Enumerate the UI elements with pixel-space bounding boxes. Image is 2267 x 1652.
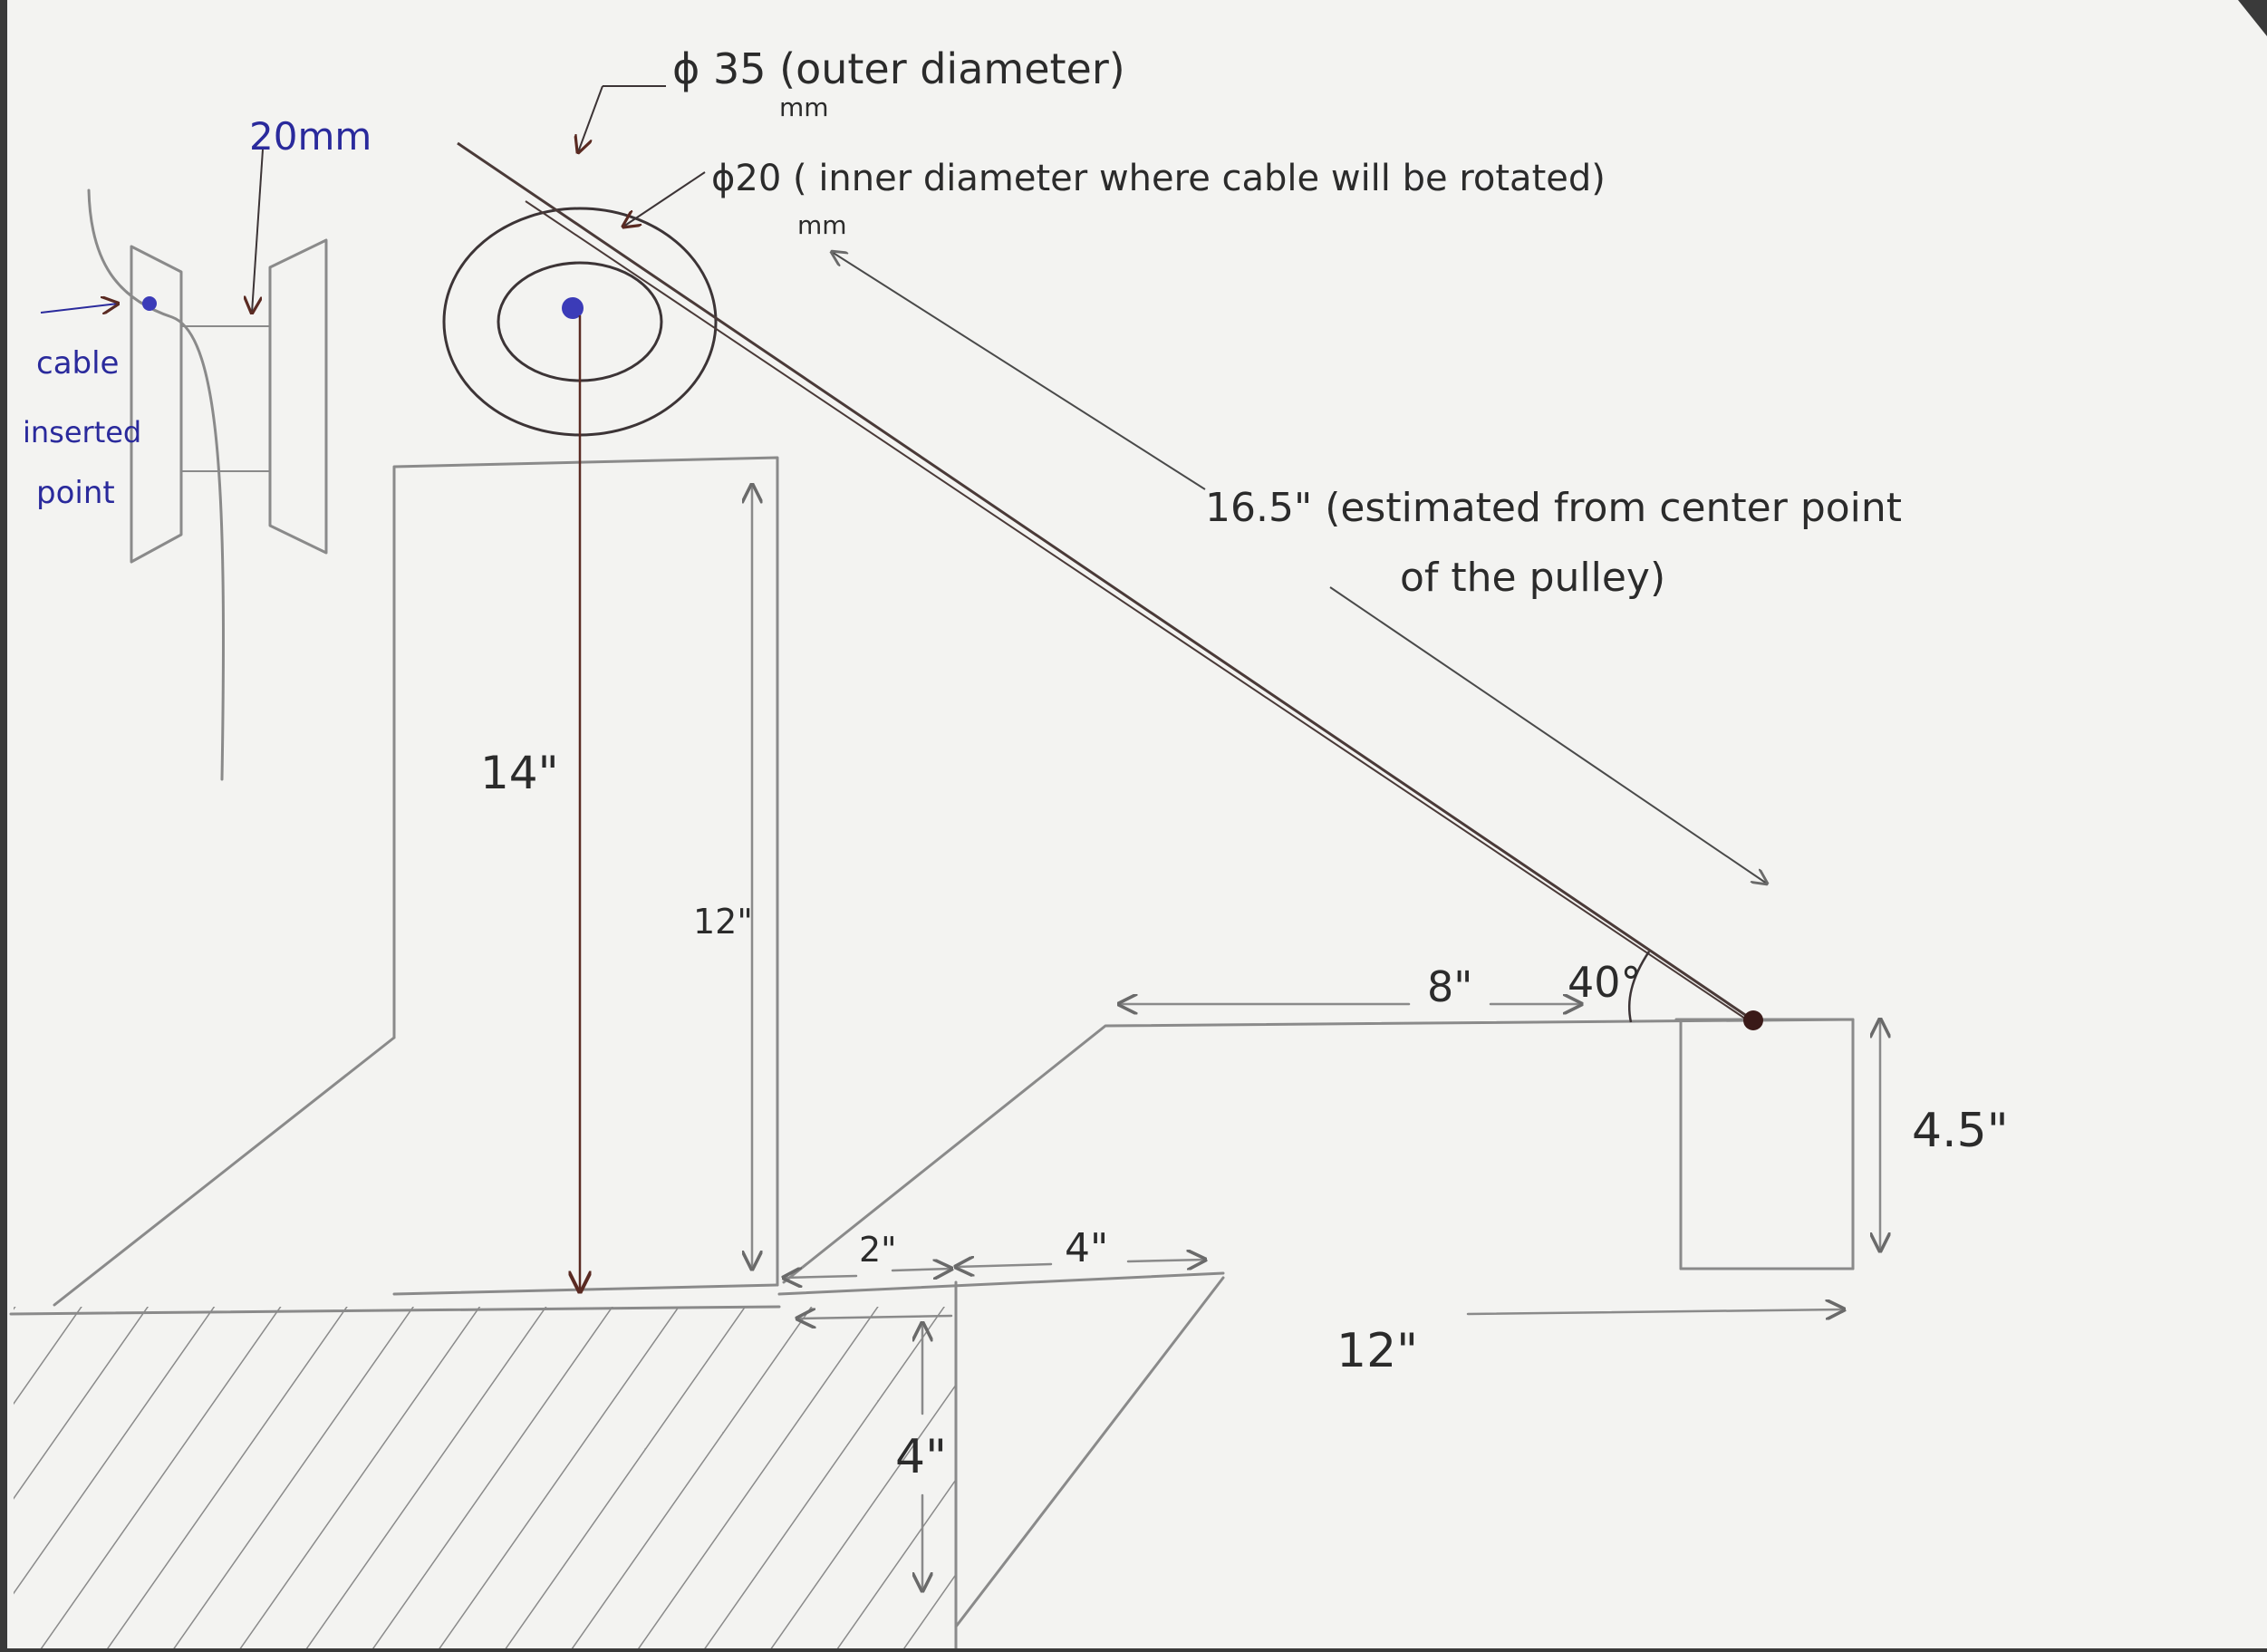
dimension-lines [40, 85, 1880, 1590]
label-height-12: 12" [693, 902, 753, 942]
label-cable-insert-1: cable [36, 345, 119, 382]
label-gap-2: 2" [859, 1230, 897, 1270]
label-horizontal-8: 8" [1427, 962, 1472, 1011]
label-cable-length-2: of the pulley) [1400, 555, 1665, 601]
label-cable-insert-3: point [36, 475, 115, 511]
pulley-center-point [562, 297, 584, 319]
cable-anchor-point [1743, 1010, 1763, 1030]
pulley-front-view [87, 188, 328, 781]
label-pulley-width: 20mm [249, 114, 371, 159]
paper-background [7, 0, 2267, 1648]
base-platform [782, 1018, 1855, 1650]
label-pulley-inner: ϕ20 ( inner diameter where cable will be… [711, 158, 1606, 199]
label-depth-4: 4" [895, 1430, 947, 1484]
cable-line [457, 141, 1763, 1030]
label-pulley-outer: ϕ 35 (outer diameter) [672, 44, 1125, 93]
label-width-4: 4" [1065, 1225, 1108, 1271]
label-angle: 40° [1568, 958, 1642, 1007]
label-cable-length-1: 16.5" (estimated from center point [1205, 485, 1902, 531]
label-height-4-5: 4.5" [1912, 1104, 2009, 1158]
label-base-12: 12" [1336, 1324, 1418, 1378]
ground-hatch [9, 1271, 1225, 1648]
label-pulley-inner-unit: mm [797, 210, 847, 240]
label-pulley-outer-unit: mm [779, 92, 829, 122]
label-cable-insert-2: inserted [23, 415, 141, 449]
label-height-14: 14" [480, 747, 559, 799]
labels: ϕ 35 (outer diameter) mm ϕ20 ( inner dia… [23, 44, 2009, 1484]
